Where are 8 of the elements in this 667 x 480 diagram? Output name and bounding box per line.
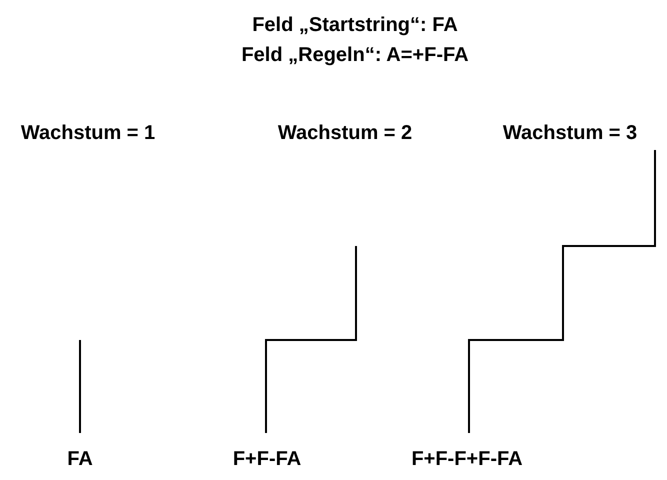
- growth-label: Wachstum = 3: [502, 122, 638, 145]
- result-string: F+F-FA: [232, 448, 302, 471]
- field-text: Feld „Regeln“: A=+F-FA: [241, 44, 469, 67]
- result-string: FA: [67, 448, 93, 471]
- result-string: F+F-F+F-FA: [411, 448, 523, 471]
- growth-label: Wachstum = 1: [20, 122, 156, 145]
- growth-label: Wachstum = 2: [278, 122, 412, 145]
- field-text: Feld „Startstring“: FA: [252, 14, 458, 37]
